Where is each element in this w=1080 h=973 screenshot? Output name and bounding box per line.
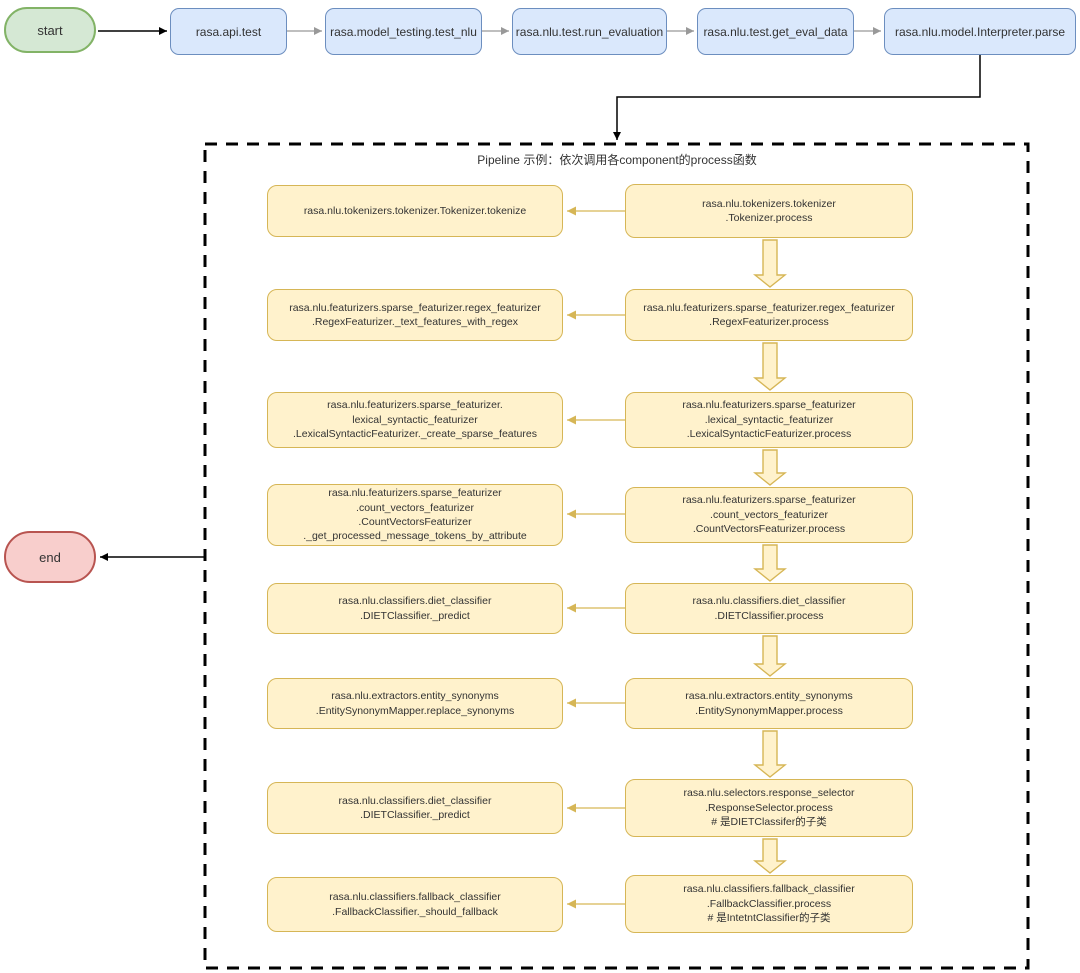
node-label: rasa.nlu.test.run_evaluation: [515, 24, 664, 39]
node-label: rasa.model_testing.test_nlu: [330, 24, 477, 39]
right-box-lexical-syntactic-featurizer-process: rasa.nlu.featurizers.sparse_featurizer.l…: [625, 392, 913, 448]
left-box-regex-featurizer: rasa.nlu.featurizers.sparse_featurizer.r…: [267, 289, 563, 341]
block-arrow-6: [753, 730, 787, 778]
block-arrow-4: [753, 544, 787, 582]
right-box-response-selector-process: rasa.nlu.selectors.response_selector.Res…: [625, 779, 913, 837]
right-box-tokenizer-process: rasa.nlu.tokenizers.tokenizer.Tokenizer.…: [625, 184, 913, 238]
right-box-regex-featurizer-process: rasa.nlu.featurizers.sparse_featurizer.r…: [625, 289, 913, 341]
block-arrow-1: [753, 239, 787, 288]
left-box-fallback-classifier-should-fallback: rasa.nlu.classifiers.fallback_classifier…: [267, 877, 563, 932]
box-label: rasa.nlu.classifiers.diet_classifier.DIE…: [692, 595, 846, 622]
box-label: rasa.nlu.classifiers.fallback_classifier…: [329, 891, 501, 918]
left-box-count-vectors-featurizer: rasa.nlu.featurizers.sparse_featurizer.c…: [267, 484, 563, 546]
node-rasa-api-test: rasa.api.test: [170, 8, 287, 55]
box-label: rasa.nlu.featurizers.sparse_featurizer.r…: [289, 301, 541, 328]
left-box-lexical-syntactic-featurizer: rasa.nlu.featurizers.sparse_featurizer.l…: [267, 392, 563, 448]
node-test-get-eval-data: rasa.nlu.test.get_eval_data: [697, 8, 854, 55]
box-label: rasa.nlu.tokenizers.tokenizer.Tokenizer.…: [702, 197, 836, 224]
box-label: rasa.nlu.classifiers.diet_classifier.DIE…: [338, 595, 492, 622]
node-label: rasa.nlu.test.get_eval_data: [703, 24, 848, 39]
pipeline-dashed-border: [203, 142, 1030, 970]
box-label: rasa.nlu.featurizers.sparse_featurizer.c…: [303, 487, 527, 543]
end-label: end: [39, 549, 61, 565]
block-arrow-7: [753, 838, 787, 874]
pipeline-title: Pipeline 示例：依次调用各component的process函数: [477, 153, 757, 167]
block-arrow-2: [753, 342, 787, 391]
box-label: rasa.nlu.featurizers.sparse_featurizer.l…: [293, 399, 537, 441]
left-box-entity-synonym-mapper-replace: rasa.nlu.extractors.entity_synonyms.Enti…: [267, 678, 563, 729]
node-interpreter-parse: rasa.nlu.model.Interpreter.parse: [884, 8, 1076, 55]
right-box-entity-synonym-mapper-process: rasa.nlu.extractors.entity_synonyms.Enti…: [625, 678, 913, 729]
node-model-testing-test-nlu: rasa.model_testing.test_nlu: [325, 8, 482, 55]
block-arrow-5: [753, 635, 787, 677]
box-label: rasa.nlu.selectors.response_selector.Res…: [683, 787, 855, 829]
right-box-count-vectors-featurizer-process: rasa.nlu.featurizers.sparse_featurizer.c…: [625, 487, 913, 543]
box-label: rasa.nlu.tokenizers.tokenizer.Tokenizer.…: [303, 204, 527, 217]
end-node: end: [4, 531, 96, 583]
box-label: rasa.nlu.classifiers.fallback_classifier…: [683, 883, 855, 925]
right-box-fallback-classifier-process: rasa.nlu.classifiers.fallback_classifier…: [625, 875, 913, 933]
left-box-tokenizer: rasa.nlu.tokenizers.tokenizer.Tokenizer.…: [267, 185, 563, 237]
left-box-diet-classifier-predict: rasa.nlu.classifiers.diet_classifier.DIE…: [267, 583, 563, 634]
box-label: rasa.nlu.extractors.entity_synonyms.Enti…: [315, 690, 515, 717]
node-label: rasa.api.test: [195, 24, 262, 39]
box-label: rasa.nlu.featurizers.sparse_featurizer.r…: [643, 301, 895, 328]
box-label: rasa.nlu.featurizers.sparse_featurizer.c…: [682, 494, 856, 536]
box-label: rasa.nlu.classifiers.diet_classifier.DIE…: [338, 794, 492, 821]
box-label: rasa.nlu.extractors.entity_synonyms.Enti…: [685, 690, 853, 717]
right-box-diet-classifier-process: rasa.nlu.classifiers.diet_classifier.DIE…: [625, 583, 913, 634]
block-arrow-3: [753, 449, 787, 486]
arrow-parse-to-pipeline: [613, 55, 981, 140]
left-box-diet-classifier-predict-2: rasa.nlu.classifiers.diet_classifier.DIE…: [267, 782, 563, 834]
start-label: start: [37, 22, 63, 38]
box-label: rasa.nlu.featurizers.sparse_featurizer.l…: [682, 399, 856, 441]
node-label: rasa.nlu.model.Interpreter.parse: [894, 24, 1066, 39]
start-node: start: [4, 7, 96, 53]
node-test-run-evaluation: rasa.nlu.test.run_evaluation: [512, 8, 667, 55]
